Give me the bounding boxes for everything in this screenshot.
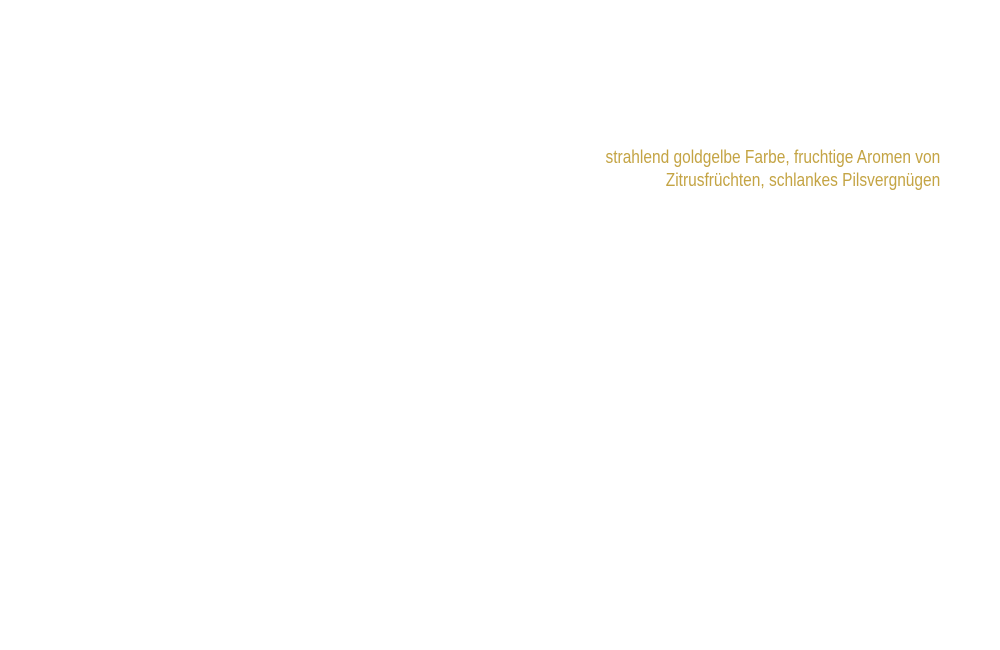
product-description: strahlend goldgelbe Farbe, fruchtige Aro… [605,146,940,192]
description-line-2: Zitrusfrüchten, schlankes Pilsvergnügen [665,170,940,190]
description-line-1: strahlend goldgelbe Farbe, fruchtige Aro… [605,147,940,167]
